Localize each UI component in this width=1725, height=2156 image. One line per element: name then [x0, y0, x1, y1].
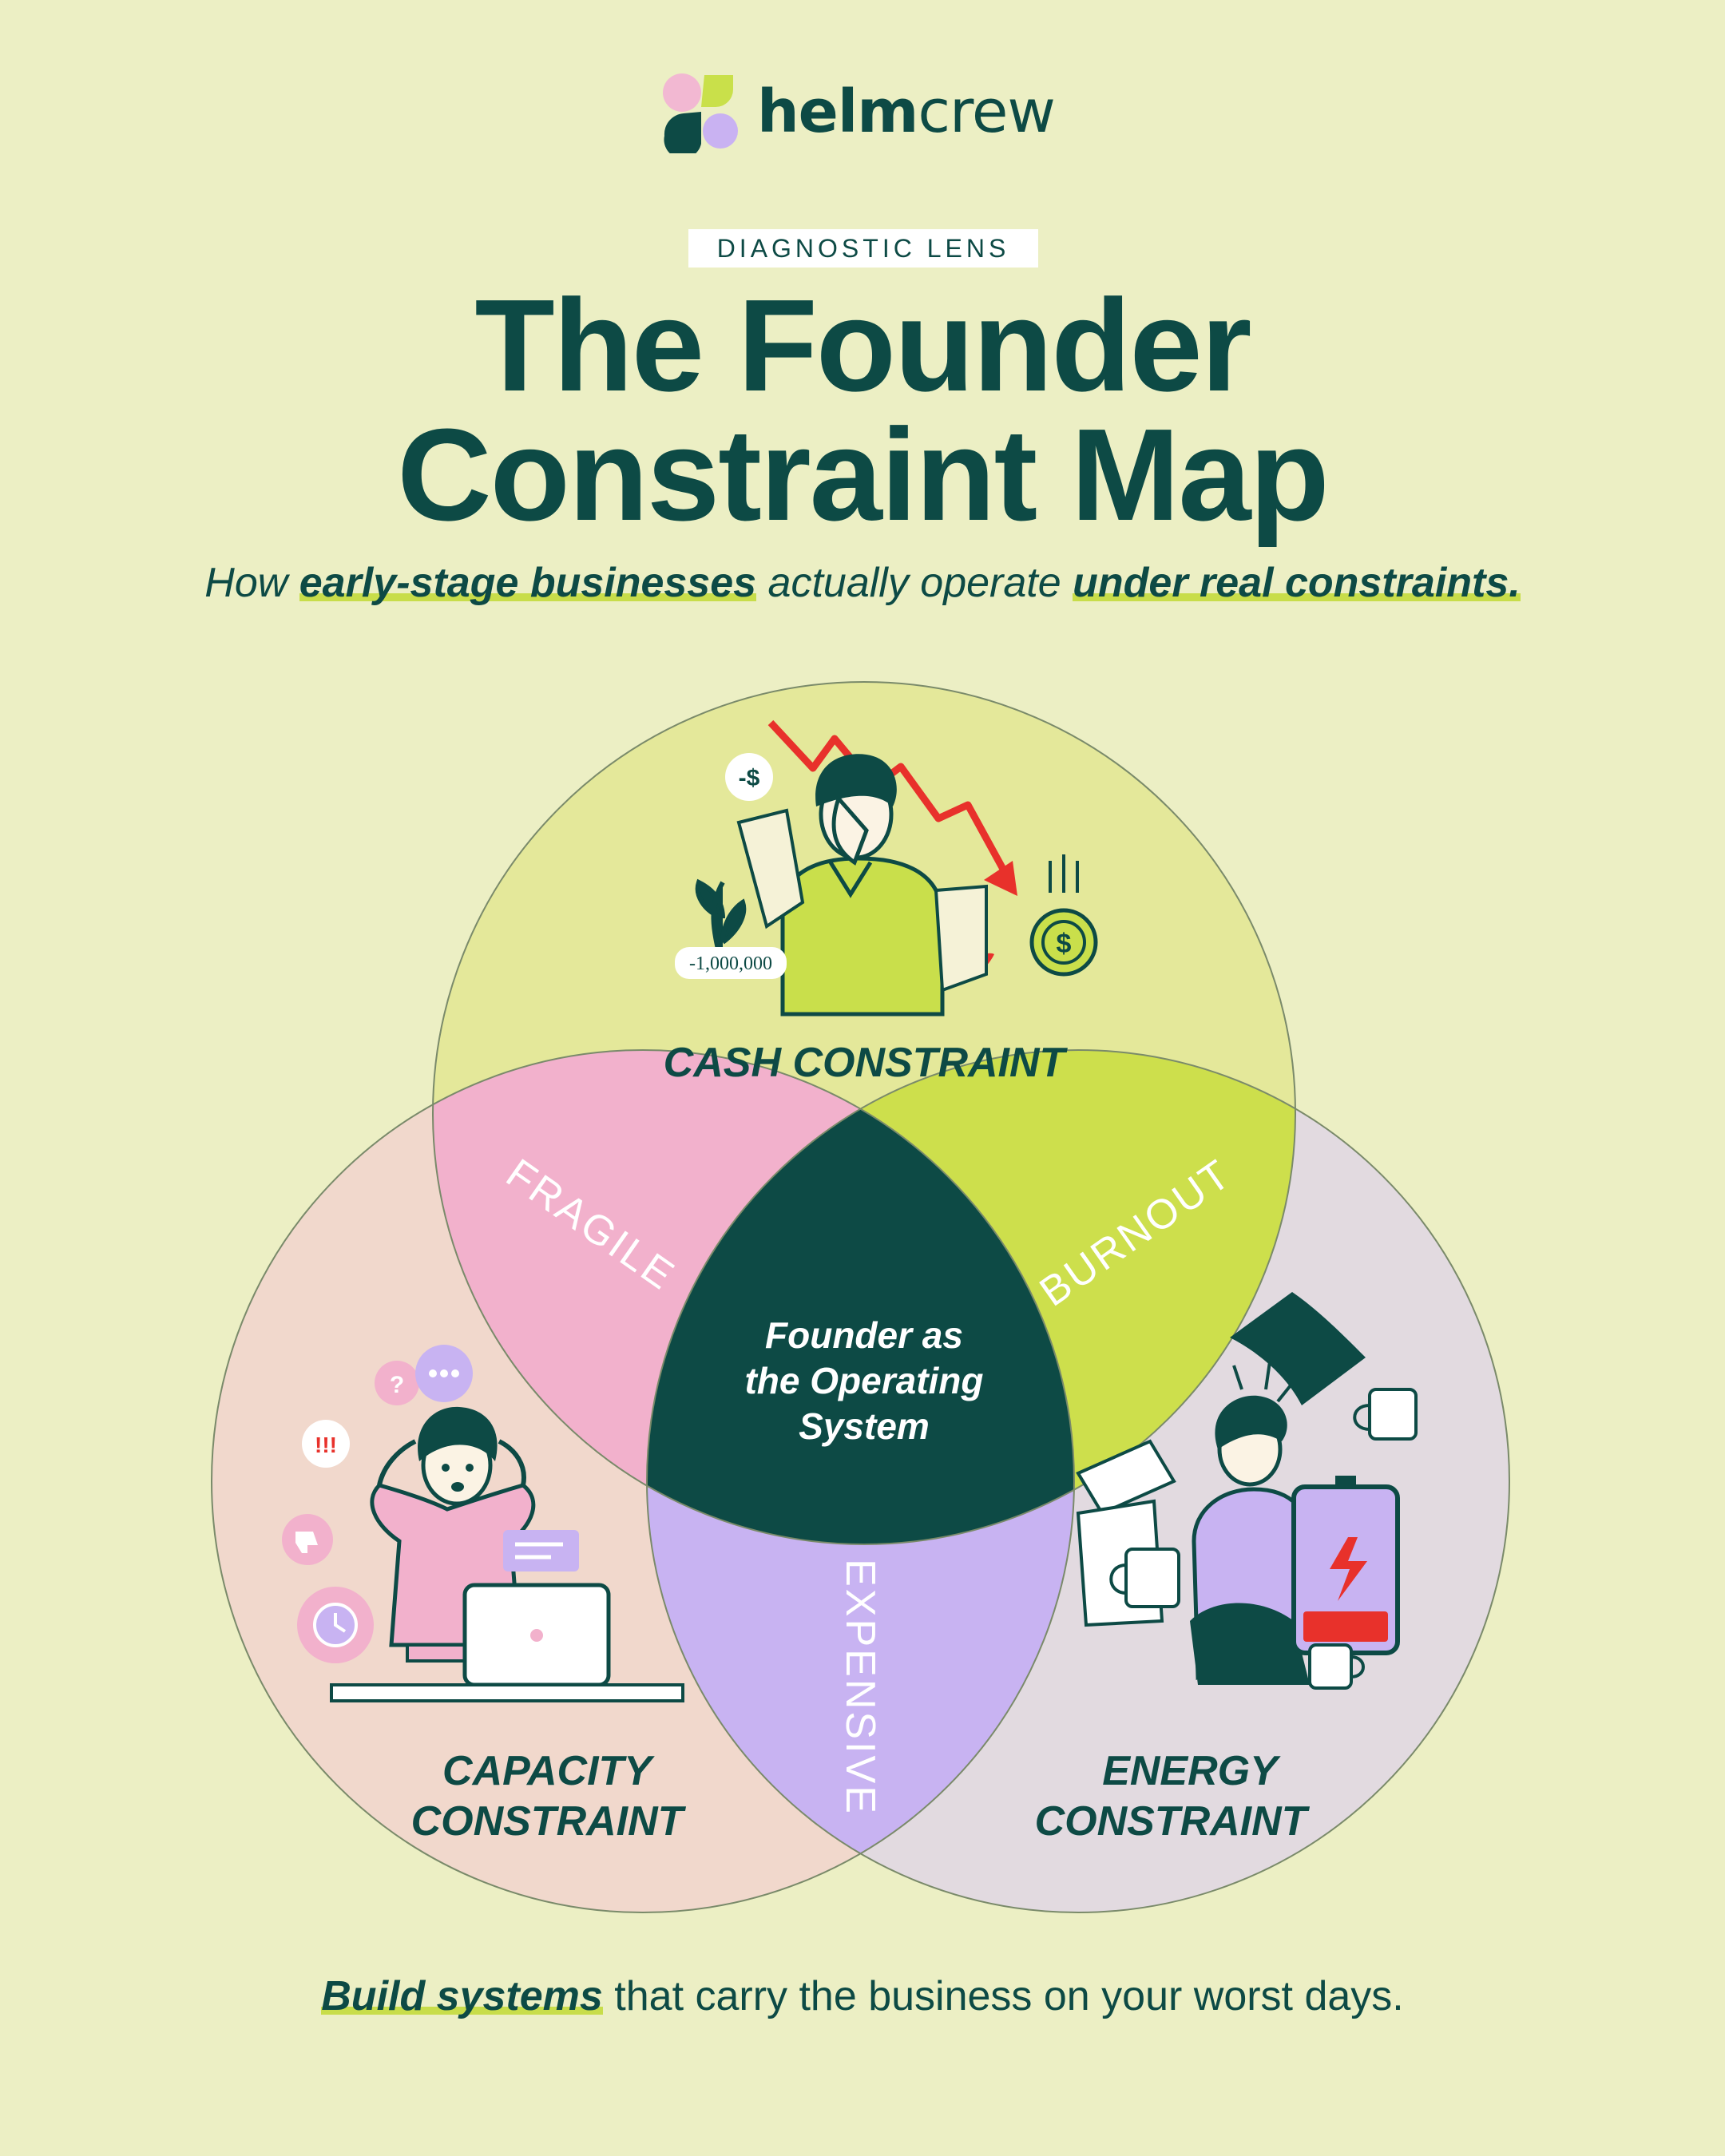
- footer-highlight: Build systems: [321, 1973, 603, 2019]
- subtitle-highlight-1: early-stage businesses: [299, 560, 757, 606]
- subtitle: How early-stage businesses actually oper…: [0, 559, 1725, 607]
- negative-balance-text: -1,000,000: [689, 953, 772, 974]
- capacity-constraint-label-line2: CONSTRAINT: [411, 1798, 687, 1845]
- laptop-icon: [462, 1583, 611, 1687]
- cash-constraint-label: CASH CONSTRAINT: [664, 1040, 1069, 1086]
- center-label-line1: Founder as: [765, 1314, 963, 1356]
- footer-rest: that carry the business on your worst da…: [602, 1973, 1404, 2019]
- alert-bubble: [302, 1420, 350, 1468]
- header: helmcrew DIAGNOSTIC LENS The Founder Con…: [0, 0, 1725, 639]
- energy-constraint-label-line2: CONSTRAINT: [1035, 1798, 1311, 1845]
- title-line-1: The Founder: [474, 272, 1251, 418]
- coffee-mug-left-icon: [1109, 1548, 1180, 1608]
- flying-papers-icon: [1230, 1292, 1366, 1405]
- center-overlap: [647, 1050, 1074, 1544]
- energy-circle-outline: [646, 1049, 1510, 1913]
- minus-dollar-badge: [725, 753, 773, 801]
- page-title: The Founder Constraint Map: [0, 272, 1725, 548]
- capacity-circle-outline: [211, 1049, 1075, 1913]
- center-label-line3: System: [799, 1405, 930, 1447]
- capacity-constraint-label-line1: CAPACITY: [442, 1748, 655, 1794]
- desk: [330, 1683, 684, 1702]
- eyebrow-label: DIAGNOSTIC LENS: [688, 229, 1038, 268]
- venn-svg: -$ -1,000,000 $ ?: [211, 681, 1510, 1913]
- question-bubble-text: ?: [390, 1372, 404, 1398]
- svg-text:$: $: [1057, 929, 1072, 959]
- cash-circle-outline: [432, 681, 1296, 1545]
- message-card-icon: [503, 1530, 579, 1571]
- stressed-founder-icon: [736, 754, 988, 1017]
- plant-left-icon: [695, 878, 747, 971]
- footer-tagline: Build systems that carry the business on…: [0, 1972, 1725, 2020]
- minus-dollar-badge-text: -$: [739, 765, 760, 791]
- brand-name-part2: crew: [918, 77, 1056, 146]
- low-battery-icon: [1291, 1476, 1400, 1655]
- energy-illustration: [1076, 1292, 1418, 1690]
- brand: helmcrew: [660, 70, 1056, 153]
- title-line-2: Constraint Map: [397, 402, 1330, 548]
- alert-bubble-text: !!!: [315, 1433, 337, 1457]
- subtitle-highlight-2: under real constraints.: [1073, 560, 1521, 606]
- subtitle-pre: How: [204, 560, 299, 606]
- negative-balance-tag: [675, 947, 787, 979]
- four-petal-logo-icon: [663, 73, 738, 153]
- energy-constraint-label-line1: ENERGY: [1102, 1748, 1281, 1794]
- venn-diagram: -$ -1,000,000 $ ?: [0, 655, 1725, 1972]
- subtitle-mid: actually operate: [756, 560, 1073, 606]
- cash-illustration: -$ -1,000,000 $: [675, 719, 1098, 1017]
- falling-coin-icon: $: [1029, 854, 1098, 977]
- brand-name-part1: helm: [757, 77, 918, 146]
- exhausted-founder-icon: [1190, 1361, 1316, 1685]
- trend-down-arrowhead: [984, 861, 1017, 896]
- coffee-mug-icon: [1353, 1388, 1418, 1441]
- question-bubble: [375, 1361, 419, 1405]
- center-label-line2: the Operating: [744, 1360, 983, 1401]
- coffee-mug-bottom-icon: [1308, 1643, 1365, 1690]
- brand-name: helmcrew: [757, 77, 1056, 146]
- capacity-illustration: ? !!!: [282, 1345, 684, 1702]
- falling-paper-left: [1076, 1439, 1176, 1516]
- expensive-label: EXPENSIVE: [837, 1559, 883, 1816]
